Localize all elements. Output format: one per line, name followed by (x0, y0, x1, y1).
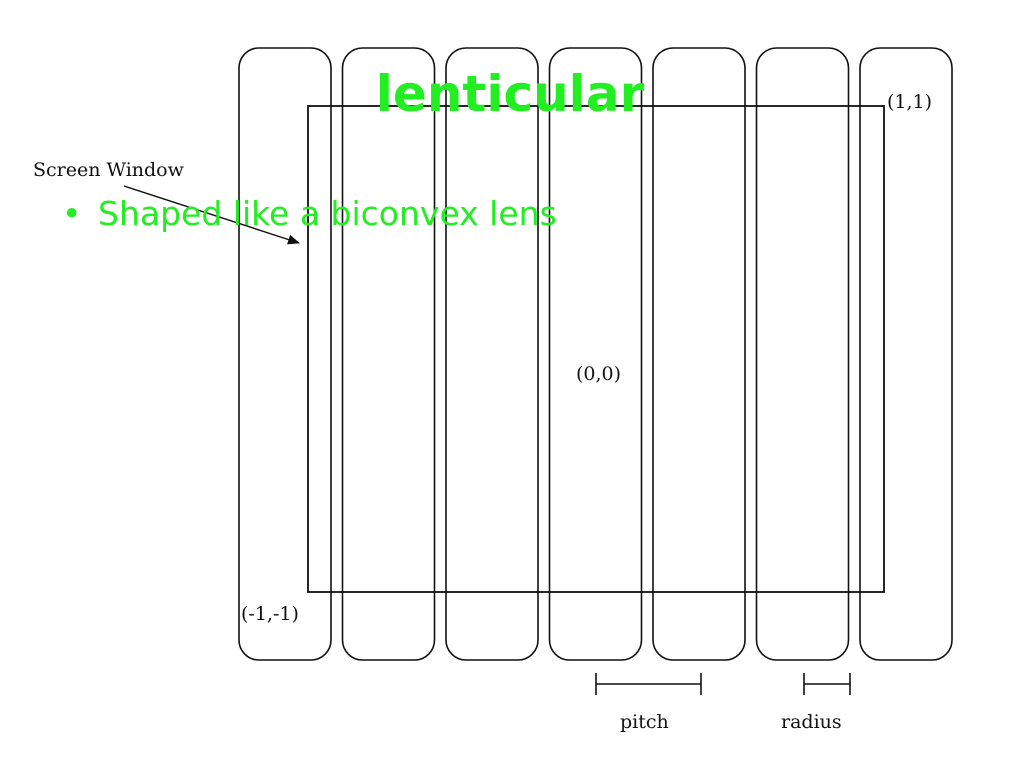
pitch-dimension (595, 673, 702, 695)
lens-strip-6 (755, 47, 850, 661)
top-right-coordinate-label: (1,1) (887, 91, 932, 113)
screen-window-rect (307, 105, 885, 593)
screen-window-arrow (123, 185, 300, 245)
lens-strips (238, 47, 953, 661)
lens-strip-5 (652, 47, 746, 661)
bullet-text: Shaped like a biconvex lens (98, 194, 557, 233)
screen-window-label: Screen Window (33, 159, 185, 181)
center-coordinate-label: (0,0) (576, 363, 621, 385)
bottom-left-coordinate-label: (-1,-1) (241, 603, 299, 625)
radius-dimension (803, 673, 851, 695)
bullet-marker: • (62, 194, 82, 233)
pitch-label: pitch (620, 711, 669, 733)
bullet-list: • Shaped like a biconvex lens (62, 192, 557, 236)
lens-strip-3 (445, 47, 539, 661)
lens-strip-4 (548, 47, 643, 661)
lens-strip-1 (238, 47, 332, 661)
bullet-item: • Shaped like a biconvex lens (62, 192, 557, 236)
lens-strip-7 (859, 47, 953, 661)
lens-strip-2 (341, 47, 436, 661)
slide-title: lenticular (375, 65, 645, 123)
radius-label: radius (781, 711, 842, 733)
